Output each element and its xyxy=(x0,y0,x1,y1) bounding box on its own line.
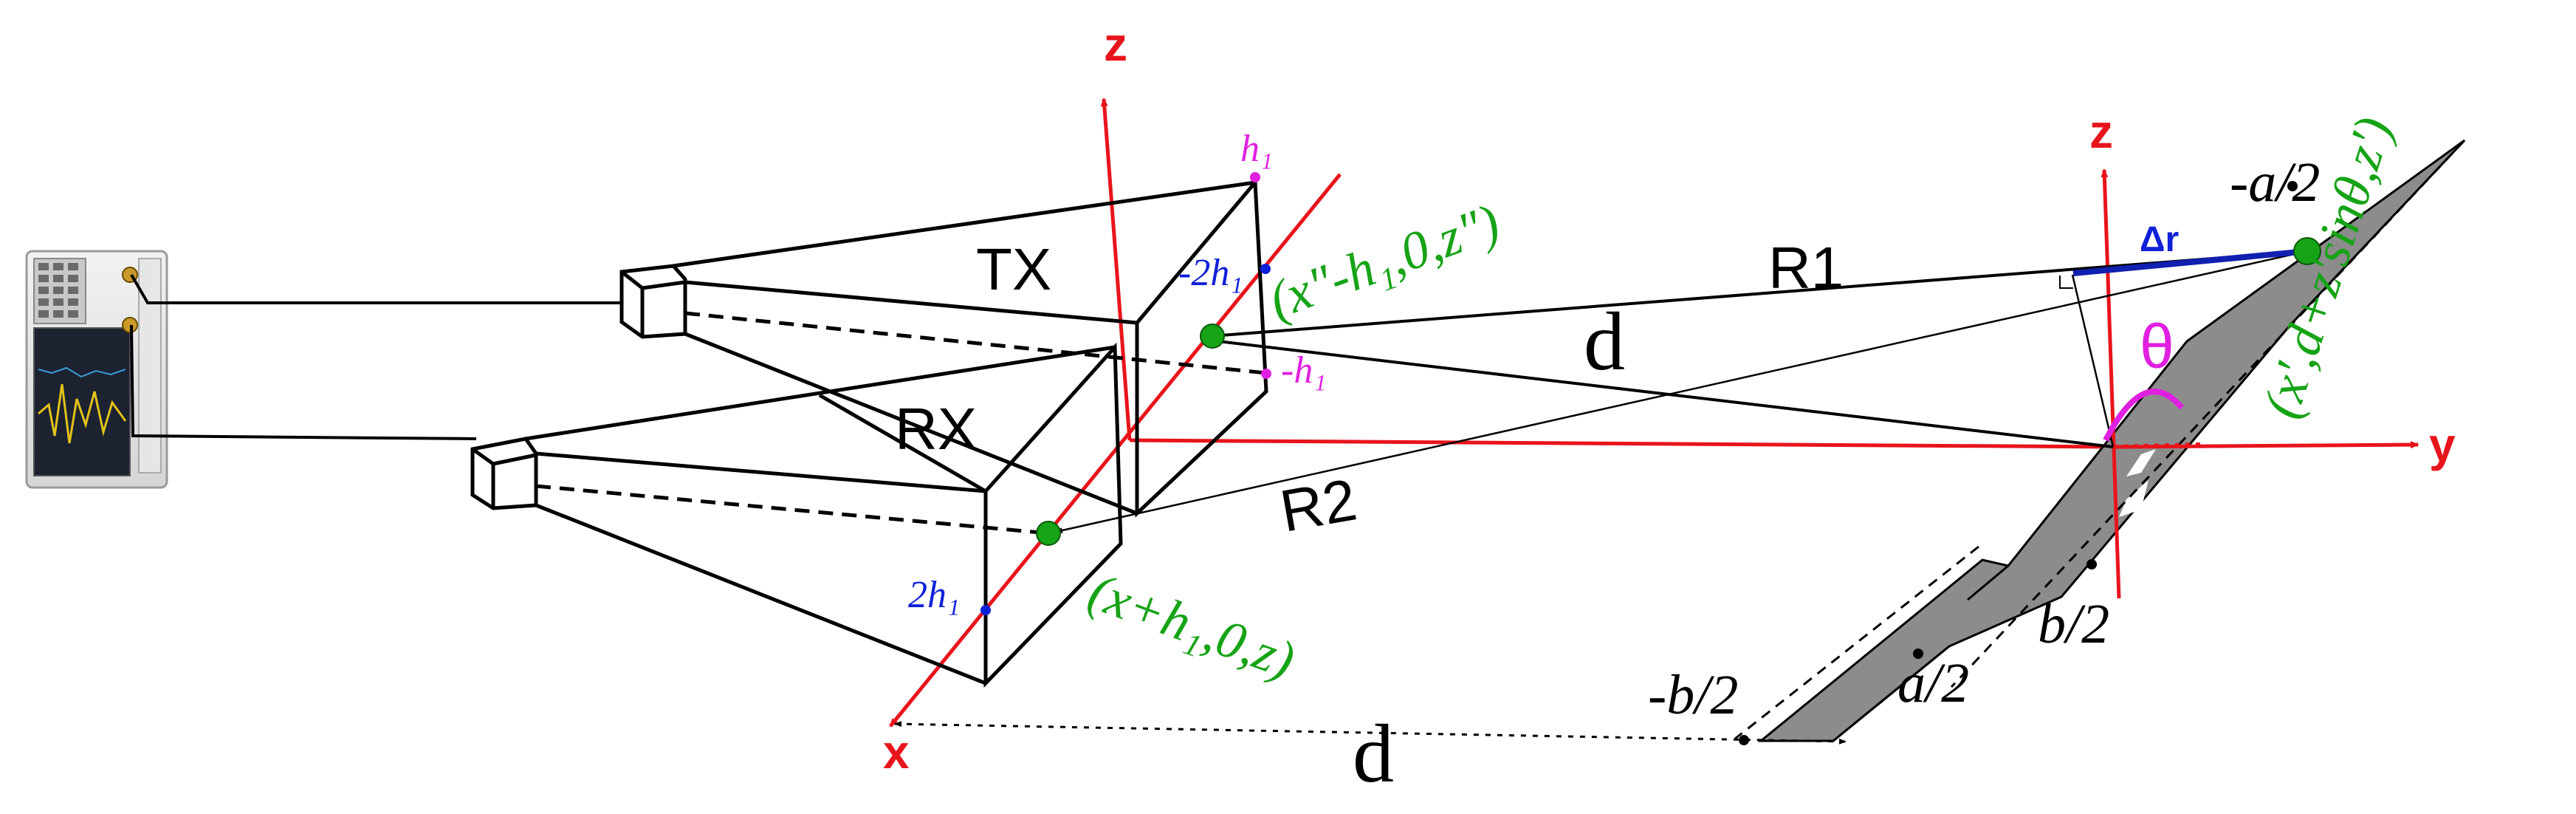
perpendicular-line xyxy=(2071,274,2115,448)
tx-center-point xyxy=(1200,324,1225,349)
corner-a-half xyxy=(1913,649,1923,659)
right-axes xyxy=(2101,168,2419,599)
delta-r-label: Δr xyxy=(2140,220,2179,259)
neg-2h1-point xyxy=(1260,264,1271,274)
b-half-label: b/2 xyxy=(2038,593,2109,655)
delta-r-segment xyxy=(2072,248,2308,276)
right-angle-marker xyxy=(2059,276,2073,289)
r1-label: R1 xyxy=(1768,235,1844,301)
y-axis-main xyxy=(1129,438,2114,449)
ray-d xyxy=(1217,340,2114,448)
target-point xyxy=(2293,237,2321,265)
rx-label: RX xyxy=(895,396,977,462)
rx-center-point xyxy=(1036,521,1061,546)
analyzer-screen xyxy=(33,327,131,476)
a-half-label: a/2 xyxy=(1897,652,1969,714)
right-y-axis xyxy=(2112,441,2419,449)
right-z-label: z xyxy=(2089,105,2113,158)
pos-2h1-label: 2h₁ xyxy=(908,574,960,616)
slant-d-label: d xyxy=(1584,296,1625,388)
right-y-label: y xyxy=(2429,418,2456,471)
rx-horn-antenna xyxy=(470,342,1123,688)
r2-label: R2 xyxy=(1275,466,1361,544)
bottom-d-dimension xyxy=(894,721,1847,745)
left-x-label: x xyxy=(883,725,910,779)
right-z-axis xyxy=(2101,168,2121,599)
y-offset-dotted xyxy=(2112,442,2201,449)
corner-b-half xyxy=(2086,559,2097,570)
ray-r1 xyxy=(1212,250,2308,338)
ray-r2 xyxy=(1055,250,2308,533)
left-z-label: z xyxy=(1104,18,1127,71)
rx-cable xyxy=(130,324,477,440)
tx-horn-antenna xyxy=(619,177,1268,518)
port-2-connector xyxy=(122,317,138,333)
neg-b-half-label: -b/2 xyxy=(1648,664,1738,726)
neg-h1-label: -h₁ xyxy=(1281,349,1326,391)
left-z-axis xyxy=(1100,98,1132,441)
pos-2h1-point xyxy=(980,605,991,615)
tx-cable xyxy=(130,273,626,304)
neg-h1-point xyxy=(1261,369,1271,379)
tx-label: TX xyxy=(976,236,1051,302)
bottom-d-label: d xyxy=(1353,708,1394,800)
neg-2h1-label: -2h₁ xyxy=(1178,252,1243,294)
h1-label: h₁ xyxy=(1240,128,1273,170)
h1-point xyxy=(1250,172,1260,182)
theta-arc xyxy=(2103,389,2185,442)
corner-neg-a-half xyxy=(2287,181,2298,191)
rx-center-label: (x+h₁,0,z) xyxy=(1082,561,1302,690)
range-rays xyxy=(1055,250,2308,533)
network-analyzer-icon xyxy=(25,250,168,489)
theta-label: θ xyxy=(2140,312,2174,381)
neg-a-half-label: -a/2 xyxy=(2230,151,2320,213)
tx-center-label: (x"-h₁,0,z") xyxy=(1261,193,1507,330)
